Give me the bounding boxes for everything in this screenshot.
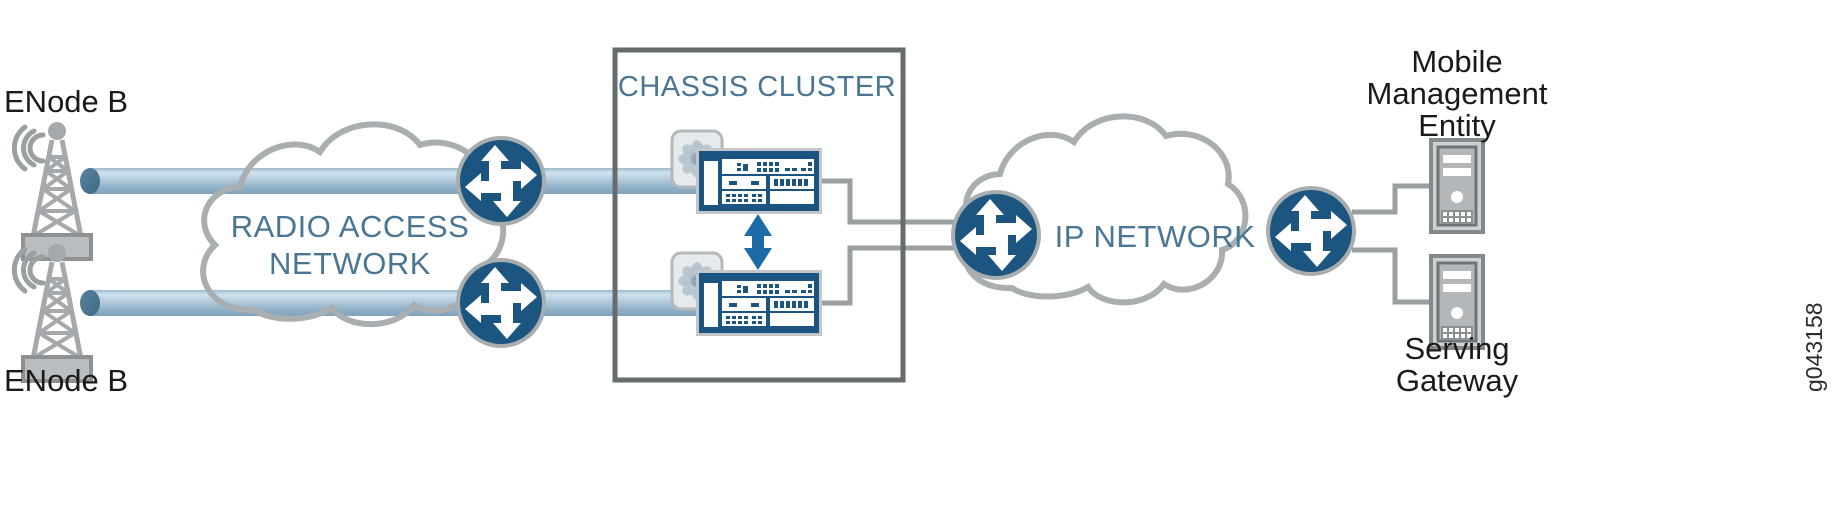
sgw-label-line1: Serving [1404, 331, 1509, 366]
pipe-enodeb-top-to-router [80, 168, 508, 194]
enode-b-top-tower-icon [14, 122, 91, 259]
line-srx0-to-core-router [820, 178, 955, 225]
cluster-control-link-arrow [744, 214, 772, 270]
mme-label-line3: Entity [1418, 108, 1496, 143]
mme-server-icon [1429, 138, 1485, 234]
sgw-label-line2: Gateway [1396, 363, 1519, 398]
radio-access-network-label-line1: RADIO ACCESS [231, 209, 470, 244]
line-edge-router-to-mme [1352, 183, 1432, 215]
ip-network-cloud [961, 113, 1249, 306]
router-ran-top[interactable] [456, 136, 546, 226]
radio-access-network-label-line2: NETWORK [269, 246, 431, 281]
link-pipes [80, 168, 716, 316]
enode-b-bottom-label: ENode B [4, 363, 128, 398]
line-srx1-to-core-router [820, 245, 955, 306]
router-ran-bottom[interactable] [456, 258, 546, 348]
chassis-cluster-box [612, 47, 906, 383]
enode-b-top-label: ENode B [4, 84, 128, 119]
chassis-cluster-label: CHASSIS CLUSTER [618, 71, 896, 103]
mme-label-line2: Management [1367, 76, 1548, 111]
ip-network-label: IP NETWORK [1055, 219, 1256, 254]
enode-b-bottom-tower-icon [14, 244, 91, 381]
router-core[interactable] [951, 190, 1041, 280]
mme-label-line1: Mobile [1411, 44, 1502, 79]
srx-node-0[interactable] [696, 148, 822, 214]
radio-access-network-cloud [200, 121, 507, 328]
router-edge[interactable] [1266, 186, 1356, 276]
figure-id-watermark: g043158 [1801, 302, 1827, 392]
srx-node-1[interactable] [696, 270, 822, 336]
line-edge-router-to-sgw [1352, 247, 1432, 305]
